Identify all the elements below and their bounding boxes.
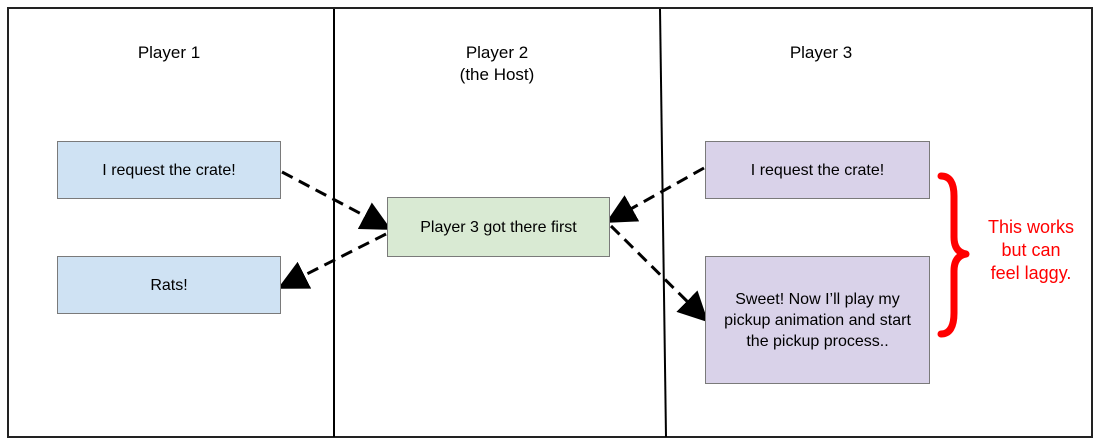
arrow-host-to-p3 <box>609 224 709 323</box>
box-player3-request-text: I request the crate! <box>750 161 885 179</box>
box-host-result-text: Player 3 got there first <box>420 218 577 236</box>
box-player3-request: I request the crate! <box>705 141 930 199</box>
arrow-p1-to-host <box>281 170 392 230</box>
brace-icon <box>937 172 970 338</box>
box-player1-rats-text: Rats! <box>150 276 188 294</box>
box-host-result: Player 3 got there first <box>387 197 610 257</box>
arrow-p3-to-host <box>605 166 705 223</box>
arrow-host-to-p1 <box>277 232 387 289</box>
column-header-player-1-line1: Player 1 <box>137 43 201 62</box>
column-header-player-2-line1: Player 2 <box>465 43 529 62</box>
box-player1-rats: Rats! <box>57 256 281 314</box>
box-player3-sweet: Sweet! Now I’ll play my pickup animation… <box>705 256 930 384</box>
column-header-player-3: Player 3 <box>746 42 896 64</box>
column-header-player-3-line1: Player 3 <box>789 43 853 62</box>
box-player1-request: I request the crate! <box>57 141 281 199</box>
box-player3-sweet-text: Sweet! Now I’ll play my pickup animation… <box>724 290 911 350</box>
column-header-player-2-line2: (the Host) <box>459 65 535 84</box>
column-header-player-2: Player 2 (the Host) <box>422 42 572 86</box>
divider-right <box>659 8 667 438</box>
laggy-note: This works but can feel laggy. <box>987 217 1074 283</box>
box-player1-request-text: I request the crate! <box>102 161 236 179</box>
column-header-player-1: Player 1 <box>94 42 244 64</box>
